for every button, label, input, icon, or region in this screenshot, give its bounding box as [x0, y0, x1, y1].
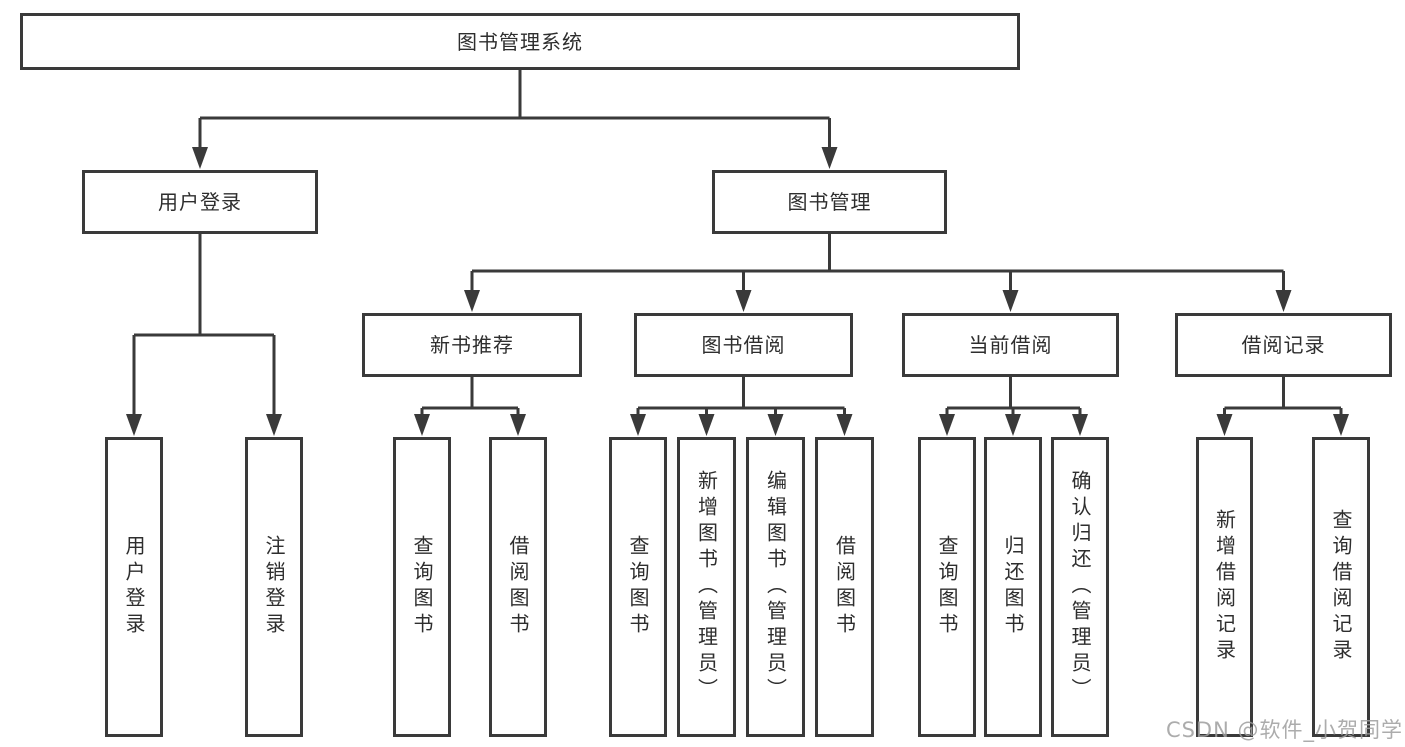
- node-logout: 注销登录: [245, 437, 303, 737]
- node-bw-edit: 编辑图书（管理员）: [746, 437, 805, 737]
- node-newbook: 新书推荐: [362, 313, 582, 377]
- edge-root-login-arrowhead-icon: [192, 147, 208, 169]
- edge-login-user-login-arrowhead-icon: [126, 414, 142, 436]
- edge-current-cur-query-arrowhead-icon: [939, 414, 955, 436]
- edge-borrow-bw-edit-arrowhead-icon: [767, 414, 784, 436]
- node-rec-add: 新增借阅记录: [1196, 437, 1253, 737]
- edge-borrow-bw-query-arrowhead-icon: [630, 414, 646, 436]
- node-current: 当前借阅: [902, 313, 1119, 377]
- edge-newbook-nb-borrow-arrowhead-icon: [510, 414, 526, 436]
- node-cur-query: 查询图书: [918, 437, 976, 737]
- node-rec-query: 查询借阅记录: [1312, 437, 1370, 737]
- edge-root-bookmgmt-arrowhead-icon: [821, 147, 838, 169]
- edge-bookmgmt-newbook-arrowhead-icon: [464, 290, 480, 312]
- edge-current-cur-return-arrowhead-icon: [1005, 414, 1021, 436]
- node-bookmgmt: 图书管理: [712, 170, 947, 234]
- edge-bookmgmt-records-arrowhead-icon: [1275, 290, 1292, 312]
- watermark: CSDN @软件_小贺同学: [1165, 718, 1403, 742]
- edge-borrow-bw-add-arrowhead-icon: [698, 414, 715, 436]
- node-bw-borrow: 借阅图书: [815, 437, 874, 737]
- node-records: 借阅记录: [1175, 313, 1392, 377]
- node-nb-borrow: 借阅图书: [489, 437, 547, 737]
- node-nb-query: 查询图书: [393, 437, 451, 737]
- edge-newbook-nb-query-arrowhead-icon: [414, 414, 430, 436]
- edge-bookmgmt-borrow-arrowhead-icon: [735, 290, 752, 312]
- edge-login-logout-arrowhead-icon: [266, 414, 282, 436]
- node-bw-query: 查询图书: [609, 437, 667, 737]
- edge-bookmgmt-current-arrowhead-icon: [1002, 290, 1019, 312]
- edge-current-cur-confirm-arrowhead-icon: [1072, 414, 1088, 436]
- node-root: 图书管理系统: [20, 13, 1020, 70]
- node-user-login: 用户登录: [105, 437, 163, 737]
- edge-borrow-bw-borrow-arrowhead-icon: [836, 414, 853, 436]
- node-cur-return: 归还图书: [984, 437, 1042, 737]
- node-bw-add: 新增图书（管理员）: [677, 437, 736, 737]
- node-login: 用户登录: [82, 170, 318, 234]
- edge-records-rec-add-arrowhead-icon: [1216, 414, 1233, 436]
- node-borrow: 图书借阅: [634, 313, 853, 377]
- node-cur-confirm: 确认归还（管理员）: [1051, 437, 1109, 737]
- edge-records-rec-query-arrowhead-icon: [1333, 414, 1349, 436]
